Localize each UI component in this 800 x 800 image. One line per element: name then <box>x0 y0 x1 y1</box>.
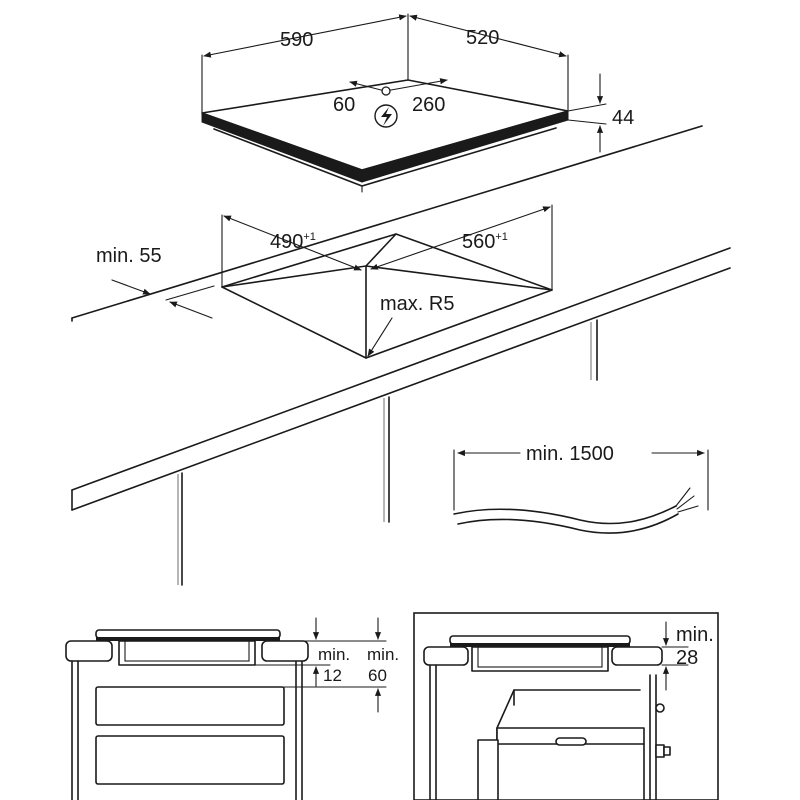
min-c-label: min. <box>676 624 714 646</box>
hob-depth-label: 520 <box>466 27 499 49</box>
hob-drawing <box>201 79 569 193</box>
lightning-bolt-icon <box>374 104 398 128</box>
section-right-drawing <box>423 635 671 800</box>
section-left-drawing <box>65 629 309 800</box>
min-b-label: min. <box>367 645 399 664</box>
worktop <box>71 125 731 586</box>
min-a-value: 12 <box>323 666 342 685</box>
min-b-value: 60 <box>368 666 387 685</box>
hob-dimension-lines <box>201 13 569 113</box>
section-right-frame <box>413 612 719 800</box>
power-cable <box>453 487 699 534</box>
min-edge-label: min. 55 <box>96 245 162 267</box>
hob-height-dimension <box>567 73 607 153</box>
cable-right-label: 260 <box>412 94 445 116</box>
cable-length-label: min. 1500 <box>526 443 614 465</box>
section-right-dimensions <box>661 621 689 691</box>
min-a-label: min. <box>318 645 350 664</box>
worktop-cutout <box>221 204 553 359</box>
min-c-value: 28 <box>676 647 698 669</box>
cable-entry-dimension <box>349 78 448 96</box>
min-edge-dimension <box>111 279 215 319</box>
section-left-dimensions <box>254 617 387 713</box>
hob-width-label: 590 <box>280 29 313 51</box>
max-radius-label: max. R5 <box>380 293 454 315</box>
hob-height-label: 44 <box>612 107 634 129</box>
cable-left-label: 60 <box>333 94 355 116</box>
cutout-width-label: 490+1 <box>270 231 316 253</box>
cutout-depth-label: 560+1 <box>462 231 508 253</box>
cable-length-dimension <box>453 449 709 511</box>
